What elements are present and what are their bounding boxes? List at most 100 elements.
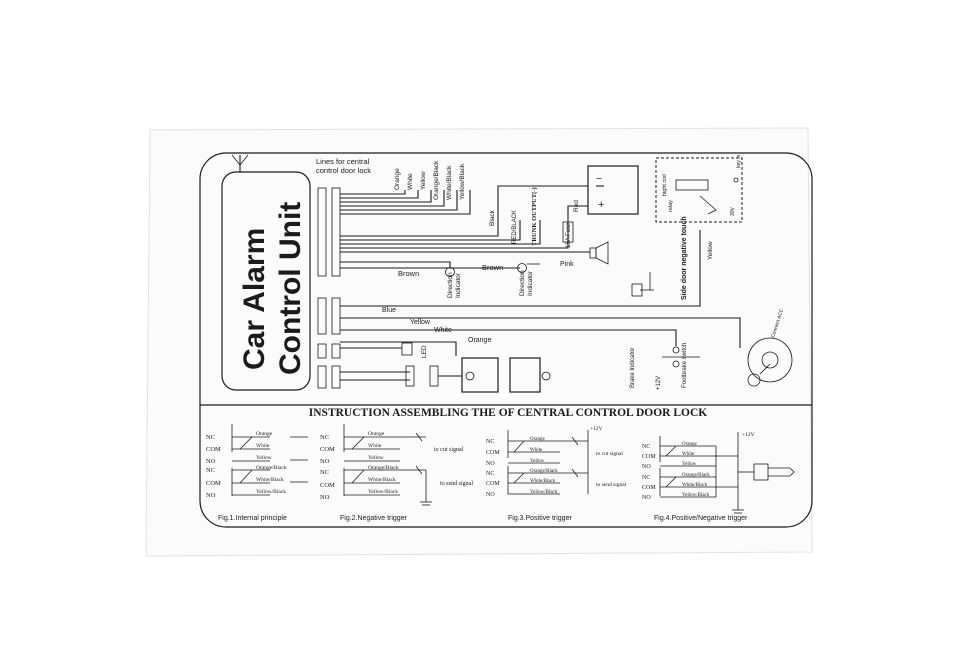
fig2-pin-3: NO — [320, 458, 330, 465]
relay-label-right: 30V — [730, 206, 736, 216]
red-wire-label: Red — [573, 200, 580, 212]
fig2-pin-5: COM — [320, 482, 335, 489]
fig3-plus12: +12V — [590, 426, 603, 432]
fig1-wire-5: White/Black — [256, 477, 284, 483]
black-wire-label: Black — [489, 209, 496, 226]
fig1-pin-3: NO — [206, 458, 216, 465]
white-h-label: White — [434, 327, 452, 334]
fig2-pin-1: NC — [320, 434, 329, 441]
fig1-pin-5: COM — [206, 480, 221, 487]
fig4-pin-4: NC — [642, 475, 650, 481]
fig3-pin-3: NO — [486, 461, 495, 467]
fig4-plus12: +12V — [742, 432, 755, 438]
blue-wire-label: Blue — [382, 307, 396, 314]
red-black-label: RED/BLACK — [512, 210, 518, 244]
brown-label-1: Brown — [398, 269, 419, 278]
fig3-positive-trigger — [507, 430, 589, 495]
fig4-pin-1: NC — [642, 444, 650, 450]
brake-indicator-label: Brake Indicator — [630, 348, 636, 388]
ignition-key-icon — [747, 337, 793, 387]
paper-sheet — [145, 127, 813, 557]
direction-indicator-wires — [340, 261, 540, 277]
direction-indicator-1b: Indicator — [455, 272, 462, 298]
top-wire-label-5: White/Black — [446, 165, 453, 200]
direction-indicator-1: Direction — [447, 272, 454, 298]
fuse-label: 15A Fuse — [566, 222, 572, 248]
fig2-to-cut: to cut signal — [434, 447, 464, 453]
unit-title-line2: Control Unit — [274, 202, 307, 375]
led-icon — [340, 342, 413, 356]
fig2-wire-4: Orange/Black — [368, 465, 399, 471]
fig3-wire-2: White — [530, 448, 543, 453]
fig2-wire-2: White — [368, 443, 382, 449]
battery-icon: − + — [587, 165, 639, 215]
outer-frame — [199, 152, 813, 528]
fig1-wire-2: White — [256, 443, 270, 449]
fig2-wire-6: Yellow/Black — [368, 489, 398, 495]
brown-label-2: Brown — [482, 263, 503, 272]
fig4-wire-3: Yellow — [682, 462, 697, 467]
fig4-caption: Fig.4.Positive/Negative trigger — [654, 515, 748, 522]
fig2-wire-5: White/Black — [368, 477, 396, 483]
trunk-output-label: TRUNK OUTPUT(-) — [531, 187, 538, 246]
fig1-pin-1: NC — [206, 434, 215, 441]
fig3-pin-2: COM — [486, 450, 500, 456]
instruction-title: INSTRUCTION ASSEMBLING THE OF CENTRAL CO… — [309, 407, 707, 419]
fig3-to-cut: to cut signal — [596, 451, 623, 457]
pink-wire-label: Pink — [560, 261, 574, 268]
svg-text:+: + — [598, 199, 604, 211]
top-wire-label-4: Orange/Black — [433, 160, 440, 200]
direction-indicator-2b: Indicator — [527, 270, 534, 296]
fig1-arrow — [290, 436, 308, 483]
door-switch-wires — [340, 230, 701, 307]
top-wire-label-3: Yellow — [420, 171, 427, 190]
fig4-pin-2: COM — [642, 454, 656, 460]
fig3-wire-4: Orange/Black — [530, 469, 558, 474]
fig3-caption: Fig.3.Positive trigger — [508, 515, 572, 522]
antenna-icon — [231, 154, 249, 172]
power-wires — [340, 185, 588, 249]
door-lock-lines-header-2: control door lock — [316, 166, 371, 175]
top-wire-label-1: Orange — [394, 168, 401, 190]
fig1-wire-3: Yellow — [256, 455, 272, 461]
door-lock-lines-header-1: Lines for central — [316, 157, 370, 166]
fig2-pin-2: COM — [320, 446, 335, 453]
top-wire-label-2: White — [407, 173, 414, 190]
svg-text:−: − — [596, 174, 602, 185]
door-lock-wires — [340, 190, 471, 215]
fig2-pin-4: NC — [320, 469, 329, 476]
fig3-pin-5: COM — [486, 481, 500, 487]
fig3-pin-1: NC — [486, 439, 494, 445]
fig4-pin-3: NO — [642, 464, 651, 470]
fig1-wire-4: Orange/Black — [256, 465, 287, 471]
side-door-label: Side door negative touch — [681, 216, 688, 300]
plus12-label: +12V — [656, 376, 662, 390]
fig4-pin-5: COM — [642, 485, 656, 491]
fig3-wire-3: Yellow — [530, 459, 545, 464]
fig4-wire-5: White/Black — [682, 483, 708, 488]
brake-wires — [340, 317, 741, 368]
relay-label-high: hight coil — [662, 174, 668, 196]
fig4-pos-neg-trigger — [659, 432, 795, 514]
fig3-wire-5: White/Black — [530, 479, 556, 484]
relay-box — [655, 157, 743, 223]
led-label: LED — [421, 345, 428, 358]
yellow-h-label: Yellow — [410, 319, 431, 326]
fig4-wire-4: Orange/Black — [682, 473, 710, 478]
fig1-caption: Fig.1.Internal principle — [218, 515, 287, 522]
fig1-pin-4: NC — [206, 467, 215, 474]
connector-blocks — [317, 187, 341, 389]
fig3-wire-1: Orange — [530, 437, 545, 442]
unit-title-line1: Car Alarm — [238, 228, 271, 370]
fig2-to-send: to send signal — [440, 481, 473, 487]
fig4-wire-6: Yellow/Black — [682, 493, 710, 498]
speaker-icon — [340, 241, 609, 265]
control-unit-box — [221, 171, 311, 391]
fig3-pin-6: NO — [486, 492, 495, 498]
siren-module — [340, 357, 551, 393]
fig2-wire-1: Orange — [368, 431, 385, 437]
fig2-wire-3: Yellow — [368, 455, 384, 461]
orange-h-label: Orange — [468, 337, 491, 344]
fig4-wire-2: White — [682, 452, 695, 457]
